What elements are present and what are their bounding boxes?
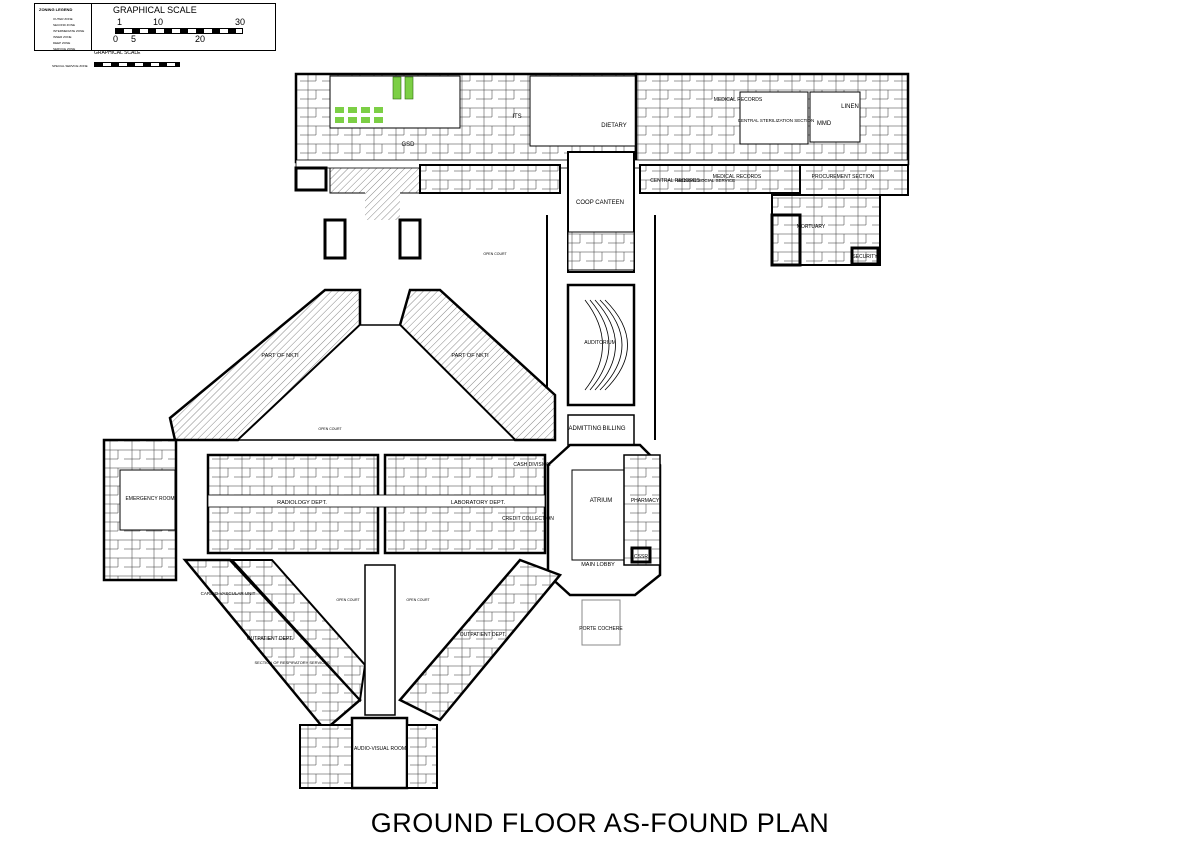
admitting-billing — [567, 414, 635, 446]
label-open-court-right: OPEN COURT — [406, 598, 430, 602]
black-block-2 — [398, 218, 422, 260]
linen-mmd-area — [809, 91, 861, 143]
label-credit-collection: CREDIT COLLECTION — [502, 516, 554, 522]
label-porte-cochere: PORTE COCHERE — [579, 626, 623, 632]
label-dietary: DIETARY — [601, 123, 626, 129]
label-open-court-left: OPEN COURT — [336, 598, 360, 602]
label-linen: LINEN — [841, 104, 859, 110]
emergency-room-area — [119, 469, 176, 531]
label-outpatient-left: OUTPATIENT DEPT. — [247, 636, 293, 642]
label-emergency-room: EMERGENCY ROOM — [125, 496, 174, 502]
auditorium — [566, 283, 636, 407]
label-part-nkti-right: PART OF NKTI — [451, 353, 489, 359]
zoning-legend: ZONING LEGEND OUTER ZONE SECOND ZONE INT… — [35, 4, 92, 51]
outpatient-right-wing — [398, 558, 563, 722]
coop-canteen-sub — [567, 231, 635, 271]
label-central-sterilization: CENTRAL STERILIZATION SECTION — [738, 118, 815, 123]
legend-item: SECOND ZONE — [53, 23, 76, 27]
legend-item: DEEP ZONE — [53, 41, 71, 45]
label-cssr: CSSR — [634, 554, 648, 560]
label-procurement: PROCUREMENT SECTION — [812, 174, 875, 180]
label-billing: BILLING — [602, 426, 625, 432]
small-scale-title: GRAPHICAL SCALE — [94, 50, 141, 56]
hatched-walkway — [365, 190, 400, 220]
label-coop-canteen: COOP CANTEEN — [576, 200, 624, 206]
black-block-1 — [323, 218, 347, 260]
legend-item: INTERMEDIATE ZONE — [53, 29, 85, 33]
legend-item: INNER ZONE — [53, 35, 72, 39]
label-atrium: ATRIUM — [590, 498, 613, 504]
label-cash-division: CASH DIVISION — [513, 462, 551, 468]
label-central-records: CENTRAL RECORDS — [650, 178, 700, 184]
label-admitting: ADMITTING — [569, 426, 602, 432]
label-gsd: GSD — [401, 142, 415, 148]
label-pharmacy: PHARMACY — [631, 498, 660, 504]
label-its: ITS — [512, 114, 521, 120]
bottom-left-rooms — [299, 724, 353, 789]
scale-tick: 1 — [117, 17, 123, 27]
center-corridor-south — [364, 564, 396, 716]
label-outpatient-right: OUTPATIENT DEPT. — [460, 632, 506, 638]
label-cardiovascular-unit: CARDIO-VASCULAR UNIT — [201, 591, 256, 596]
label-medical-records: MEDICAL RECORDS — [713, 174, 762, 180]
mortuary-block — [771, 194, 881, 266]
label-medical-social-service: MEDICAL SOCIAL SERVICE — [677, 178, 735, 183]
legend-item: SPECIAL SERVICE ZONE — [52, 64, 88, 68]
audio-visual-room — [350, 716, 409, 790]
legend-box: ZONING LEGEND OUTER ZONE SECOND ZONE INT… — [34, 3, 276, 51]
label-audio-visual: AUDIO-VISUAL ROOM — [354, 746, 406, 752]
generator-units — [335, 76, 414, 123]
plan-title: GROUND FLOOR AS-FOUND PLAN — [370, 808, 830, 838]
small-scale-bar — [94, 62, 180, 67]
cssr-box — [630, 546, 652, 564]
label-part-nkti-left: PART OF NKTI — [261, 353, 299, 359]
label-main-lobby: MAIN LOBBY — [581, 562, 615, 568]
label-laboratory-dept: LABORATORY DEPT. — [451, 500, 505, 506]
legend-item: SERVICE ZONE — [53, 47, 76, 51]
css-area — [739, 91, 809, 145]
label-mmd: MMD — [817, 121, 832, 127]
procurement-block — [799, 164, 909, 196]
label-respiratory: SECTION OF RESPIRATORY SERVICES — [255, 660, 330, 665]
scale-tick: 10 — [153, 17, 164, 27]
auditorium-seats — [584, 299, 628, 391]
graphical-scale-title: GRAPHICAL SCALE — [113, 5, 197, 15]
room-labels: DIETARY GSD ITS MEDICAL RECORDS CENTRAL … — [125, 97, 878, 752]
wing-north-row2-left — [419, 164, 561, 194]
label-security: SECURITY — [852, 254, 878, 260]
legend-item: OUTER ZONE — [53, 17, 73, 21]
security-box — [850, 246, 880, 266]
mortuary-wall-w — [770, 213, 802, 267]
bottom-right-rooms — [406, 724, 438, 789]
black-block-left — [294, 166, 328, 192]
scale-tick: 5 — [131, 34, 137, 44]
label-open-court-top: OPEN COURT — [483, 252, 507, 256]
label-medical-records-top: MEDICAL RECORDS — [714, 97, 763, 103]
scale-tick: 20 — [195, 34, 206, 44]
legend-title: ZONING LEGEND — [39, 7, 73, 12]
hatched-court-north — [329, 164, 421, 194]
wing-north-row2-right — [639, 164, 801, 194]
label-auditorium: AUDITORIUM — [584, 340, 616, 346]
label-open-court-center: OPEN COURT — [318, 427, 342, 431]
label-radiology-dept: RADIOLOGY DEPT. — [277, 500, 327, 506]
scale-tick: 30 — [235, 17, 246, 27]
atrium — [571, 469, 629, 561]
graphical-scale-bar — [115, 28, 243, 34]
porte-cochere — [581, 599, 621, 646]
label-mortuary: MORTUARY — [797, 224, 826, 230]
graphical-scale-small: GRAPHICAL SCALE — [92, 50, 182, 72]
open-court-center-poly — [236, 324, 517, 441]
corridor-middle — [207, 494, 546, 508]
scale-tick: 0 — [113, 34, 119, 44]
